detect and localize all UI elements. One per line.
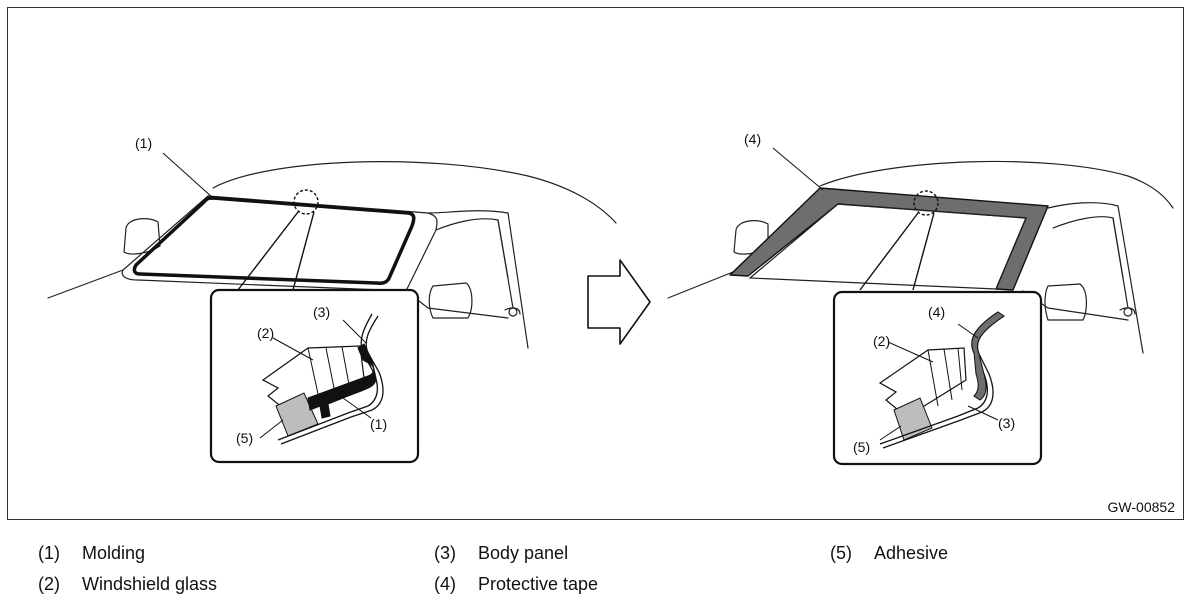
legend-item-windshield-glass: (2) Windshield glass	[38, 574, 217, 595]
legend-item-molding: (1) Molding	[38, 543, 145, 564]
right-detail-inset: (2) (4) (3) (5)	[832, 290, 1043, 466]
legend-num: (5)	[830, 543, 852, 563]
legend-text: Body panel	[478, 543, 569, 563]
left-callout-1: (1)	[370, 416, 387, 432]
legend-item-adhesive: (5) Adhesive	[830, 543, 948, 564]
left-detail-circle	[293, 189, 319, 215]
left-car	[47, 161, 617, 349]
left-molding	[132, 196, 416, 285]
legend-num: (1)	[38, 543, 60, 563]
callout-4: (4)	[744, 131, 761, 147]
left-callout-3: (3)	[313, 304, 330, 320]
legend-item-body-panel: (3) Body panel	[434, 543, 568, 564]
figure-id: GW-00852	[1107, 499, 1175, 515]
right-callout-4: (4)	[928, 304, 945, 320]
right-car	[667, 160, 1174, 354]
arrow-icon	[587, 259, 651, 345]
left-detail-inset: (2) (3) (1) (5)	[209, 288, 420, 464]
legend-item-protective-tape: (4) Protective tape	[434, 574, 598, 595]
legend-text: Windshield glass	[82, 574, 218, 594]
right-protective-tape	[729, 187, 1049, 291]
left-callout-5: (5)	[236, 430, 253, 446]
legend-num: (3)	[434, 543, 456, 563]
legend-text: Molding	[82, 543, 146, 563]
right-callout-3: (3)	[998, 415, 1015, 431]
legend-text: Protective tape	[478, 574, 599, 594]
diagram-frame: (1) (2) (3) (1) (5)	[7, 7, 1184, 520]
legend-text: Adhesive	[874, 543, 949, 563]
right-detail-circle	[913, 190, 939, 216]
legend-num: (2)	[38, 574, 60, 594]
right-callout-5: (5)	[853, 439, 870, 455]
left-callout-2: (2)	[257, 325, 274, 341]
legend-num: (4)	[434, 574, 456, 594]
callout-1: (1)	[135, 135, 152, 151]
right-callout-2: (2)	[873, 333, 890, 349]
diagram-svg: (1) (2) (3) (1) (5)	[47, 131, 1174, 466]
